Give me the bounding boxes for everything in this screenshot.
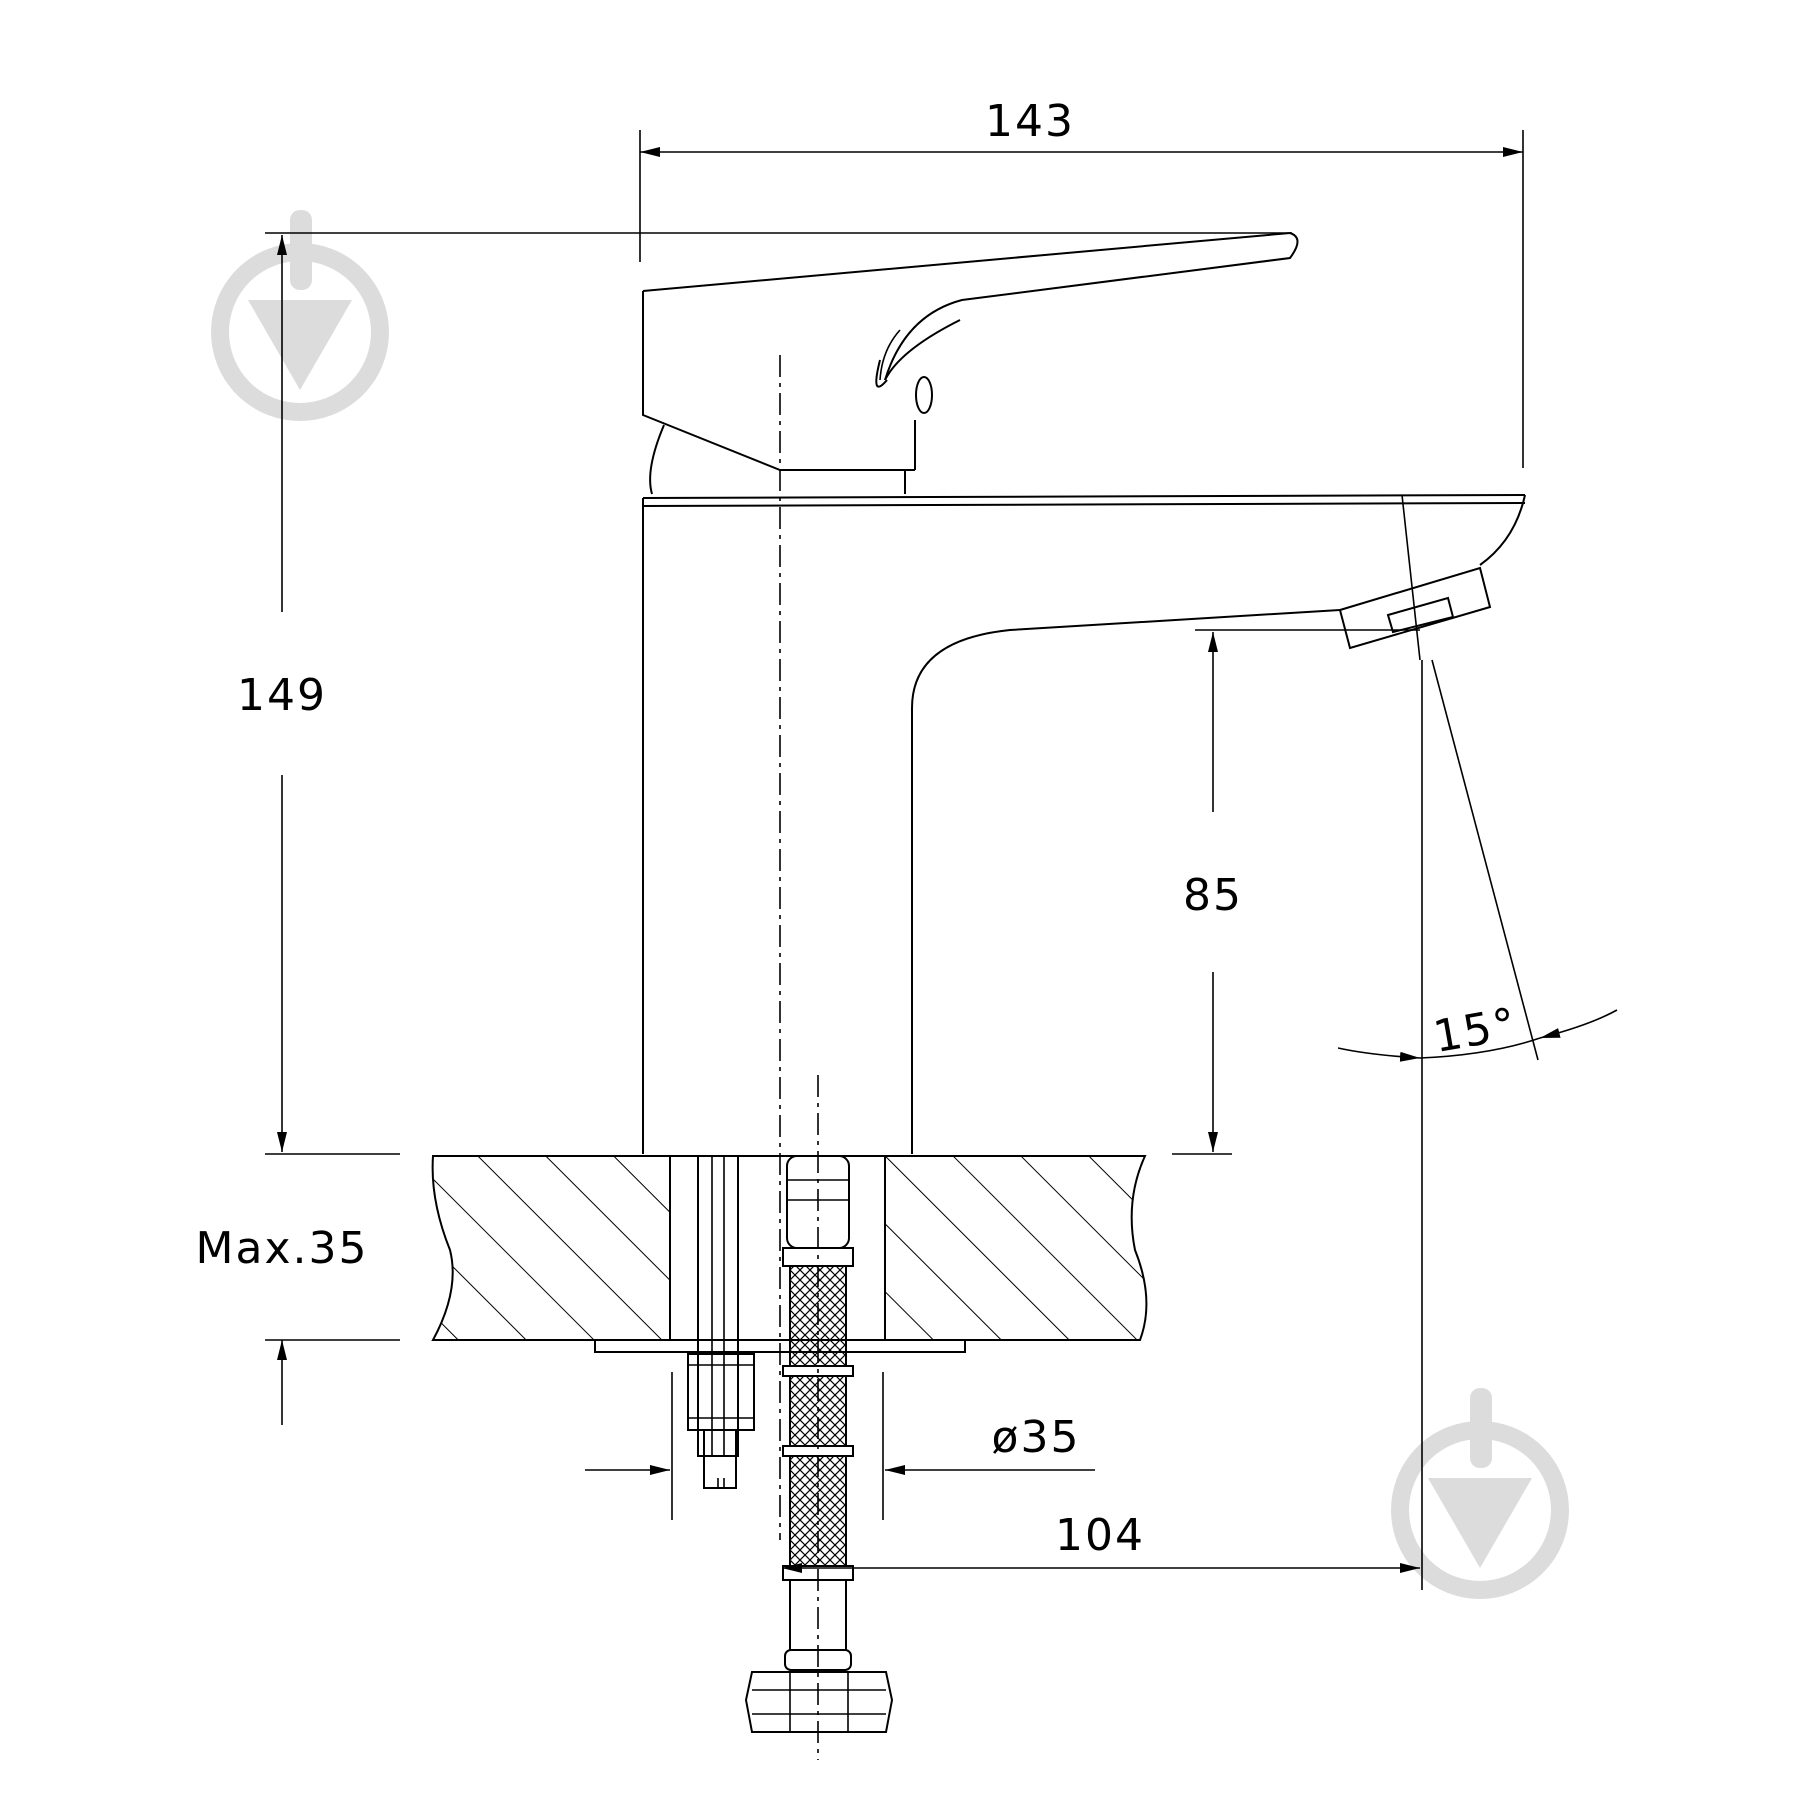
dimension-counter-thickness bbox=[265, 1339, 400, 1425]
watermark-logo-icon bbox=[211, 210, 389, 421]
dimension-hole-diameter-label: ø35 bbox=[992, 1412, 1081, 1463]
dimension-spout-reach-label: 104 bbox=[1055, 1510, 1145, 1561]
dimension-counter-thickness-label: Max.35 bbox=[196, 1223, 369, 1274]
dimension-height-label: 149 bbox=[237, 670, 327, 721]
mounting-stud bbox=[687, 1155, 755, 1489]
faucet-body bbox=[642, 494, 1526, 1154]
dimension-spout-height-label: 85 bbox=[1183, 870, 1243, 921]
dimension-spout-angle-label: 15° bbox=[1430, 998, 1522, 1063]
dimension-spout-height bbox=[1172, 629, 1420, 1155]
dimension-width-label: 143 bbox=[985, 96, 1075, 147]
supply-hose bbox=[744, 1155, 894, 1733]
dimension-spout-reach bbox=[782, 660, 1423, 1590]
watermark-logo-icon bbox=[1391, 1388, 1569, 1599]
countertop-section bbox=[431, 1155, 1148, 1353]
dimension-height bbox=[265, 232, 1292, 1155]
faucet-handle bbox=[642, 231, 1299, 495]
dimension-spout-angle bbox=[1337, 659, 1618, 1062]
dimension-hole-diameter bbox=[585, 1372, 1095, 1520]
dimension-width bbox=[639, 130, 1524, 468]
